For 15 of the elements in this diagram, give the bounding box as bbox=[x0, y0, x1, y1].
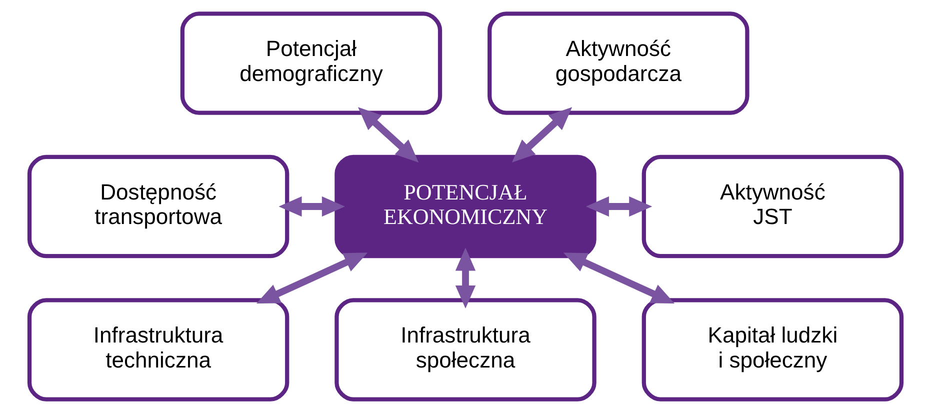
node-box: POTENCJAŁ EKONOMICZNY bbox=[334, 154, 596, 258]
node-box: Aktywność gospodarcza bbox=[487, 12, 749, 115]
arrow bbox=[511, 107, 572, 162]
node-box: Infrastruktura społeczna bbox=[334, 298, 596, 402]
arrow bbox=[357, 107, 418, 162]
node-box: Infrastruktura techniczna bbox=[26, 298, 289, 402]
node-box: Kapitał ludzki i społeczny bbox=[641, 298, 904, 402]
node-box: Aktywność JST bbox=[641, 154, 904, 258]
arrow bbox=[585, 196, 652, 217]
arrow bbox=[454, 248, 476, 309]
arrow bbox=[256, 252, 368, 304]
node-box: Dostępność transportowa bbox=[26, 154, 289, 258]
arrow bbox=[278, 196, 344, 217]
node-box: Potencjał demograficzny bbox=[180, 12, 442, 115]
arrow bbox=[562, 252, 674, 304]
